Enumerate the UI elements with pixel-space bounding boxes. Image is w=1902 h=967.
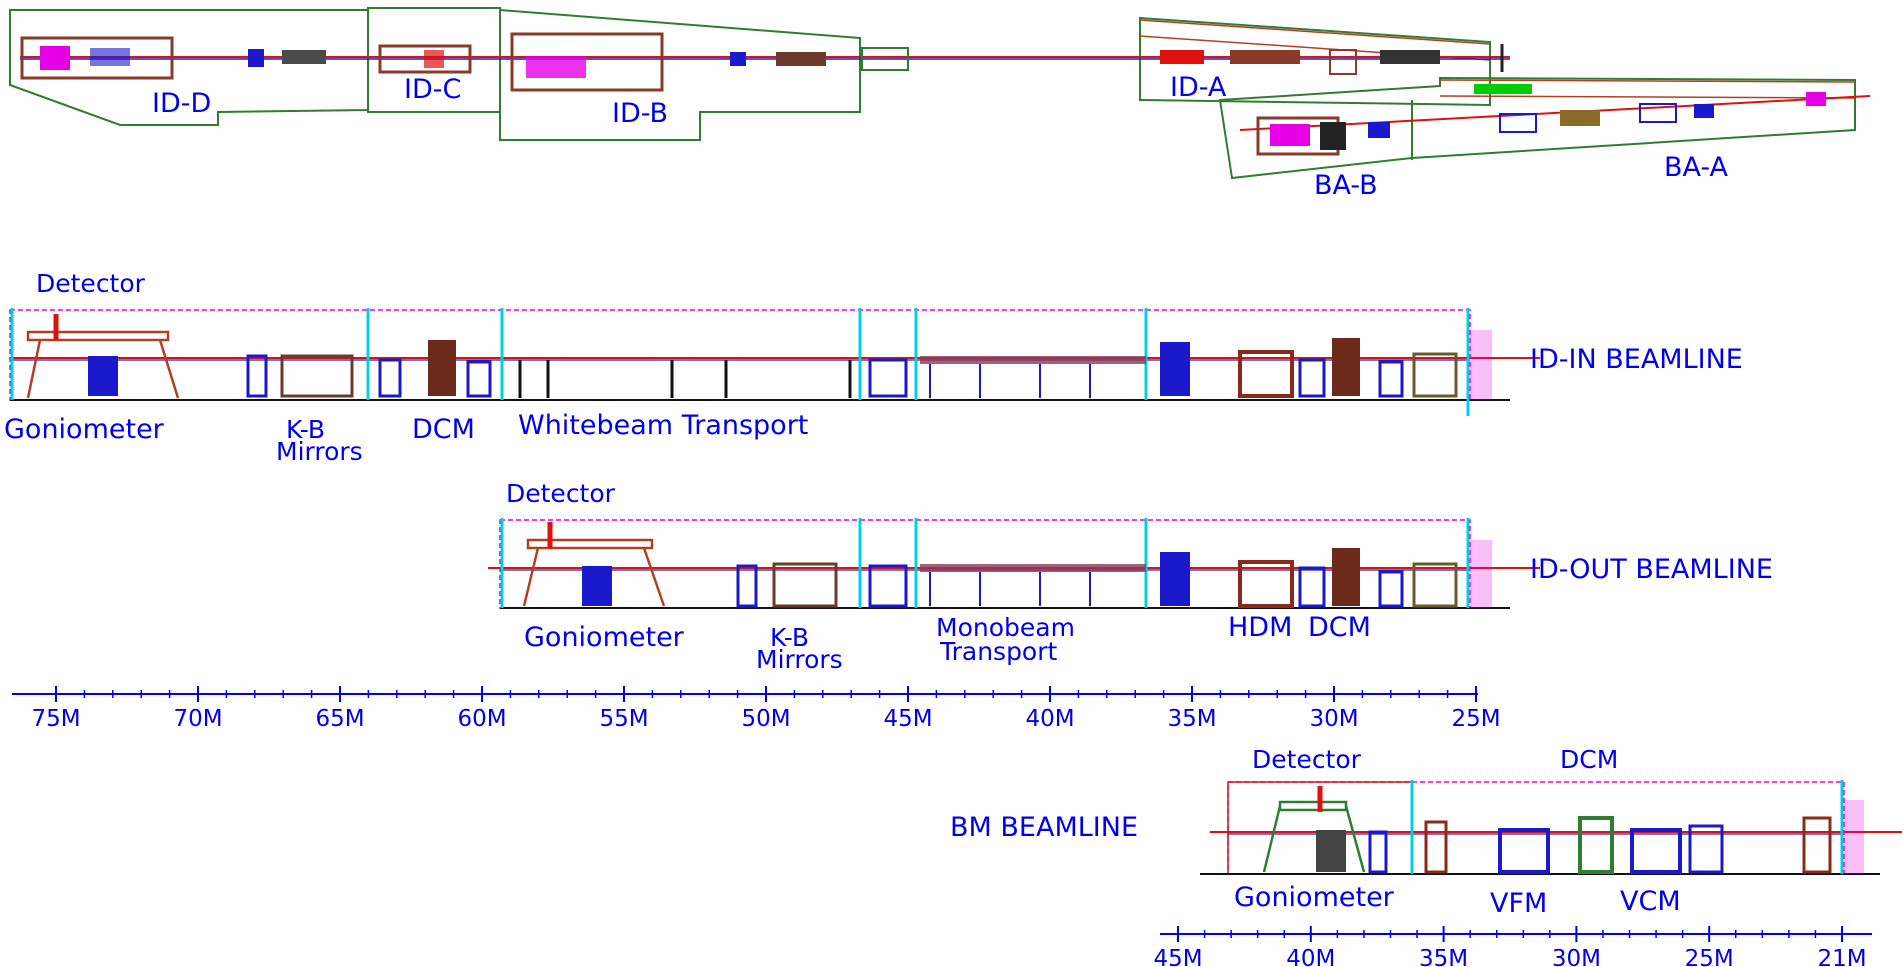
plan-equipment	[20, 32, 1826, 156]
hutch-label-id-c: ID-C	[404, 74, 461, 105]
id-scale-tick-label: 40M	[1025, 706, 1074, 732]
id-scale-tick-label: 75M	[31, 706, 80, 732]
id-out-kb-label-1: K-B	[770, 623, 809, 652]
id-scale-tick-label: 50M	[741, 706, 790, 732]
id-in-walls	[10, 308, 1470, 416]
id-out-detector-label: Detector	[506, 479, 616, 508]
bm-vfm-label: VFM	[1490, 888, 1547, 919]
id-in-title: ID-IN BEAMLINE	[1530, 344, 1743, 375]
id-in-transport-label: Whitebeam Transport	[518, 410, 808, 441]
id-scale-tick-label: 45M	[883, 706, 932, 732]
hutch-label-ba-b: BA-B	[1314, 170, 1378, 201]
id-in-beamline: ID-IN BEAMLINE Detector Goniometer K-B M…	[4, 269, 1743, 466]
id-out-detector-gantry	[522, 522, 666, 607]
id-in-detector-label: Detector	[36, 269, 146, 298]
bm-dcm	[1578, 816, 1614, 874]
bm-beamline: BM BEAMLINE Detector DCM Goniometer VFM …	[950, 745, 1902, 919]
id-in-kb-label-1: K-B	[286, 415, 325, 444]
bm-goniometer-stand	[1316, 830, 1346, 872]
id-scale-tick-label: 30M	[1309, 706, 1358, 732]
hutch-label-id-d: ID-D	[152, 88, 211, 119]
id-in-kb-mirrors	[280, 354, 354, 398]
id-out-dcm	[1332, 548, 1360, 606]
bm-scale-tick-label: 25M	[1685, 946, 1734, 967]
id-in-dcm2	[1332, 338, 1360, 396]
bm-vcm	[1630, 828, 1682, 874]
hutch-id-b-outline	[499, 8, 861, 141]
bm-detector-label: Detector	[1252, 745, 1362, 774]
id-scale-tick-label: 35M	[1167, 706, 1216, 732]
id-out-goniometer-stand	[582, 566, 612, 606]
id-out-transport-label-2: Transport	[939, 637, 1058, 666]
bm-vcm-label: VCM	[1620, 886, 1681, 917]
id-scale-tick-label: 70M	[173, 706, 222, 732]
id-out-kb-label-2: Mirrors	[756, 645, 843, 674]
id-in-kb-stand	[246, 354, 268, 398]
bm-vfm	[1498, 828, 1550, 874]
id-in-detector-gantry	[26, 314, 180, 399]
bm-distance-scale: 45M 40M 35M 30M 25M 21M	[1153, 926, 1872, 967]
bm-dcm-label: DCM	[1560, 745, 1618, 774]
hutch-label-id-a: ID-A	[1170, 72, 1227, 103]
bm-title: BM BEAMLINE	[950, 812, 1138, 843]
id-scale-tick-label: 25M	[1451, 706, 1500, 732]
plan-view: ID-D ID-C ID-B ID-A BA-B BA-A	[9, 7, 1871, 201]
id-in-goniometer-stand	[88, 356, 118, 396]
bm-detector-gantry	[1262, 786, 1366, 873]
id-out-beamline: ID-OUT BEAMLINE Detector Goniometer K-B …	[488, 479, 1773, 674]
hutch-ba-outline	[1218, 76, 1856, 180]
id-out-kb-mirrors	[772, 562, 838, 608]
id-out-transport-label-1: Monobeam	[936, 613, 1075, 642]
id-out-hdm	[1238, 560, 1294, 608]
id-scale-tick-label: 60M	[457, 706, 506, 732]
id-in-dcm	[428, 340, 456, 396]
id-in-enclosure	[9, 309, 1471, 401]
id-scale-tick-label: 65M	[315, 706, 364, 732]
bm-walls	[1410, 780, 1844, 874]
hutch-label-id-b: ID-B	[612, 98, 668, 129]
id-in-dcm-label: DCM	[412, 414, 475, 445]
id-distance-scale: 75M 70M 65M 60M 55M 50M 45M 40M 35M 30M 25M	[12, 686, 1501, 732]
id-in-transport-stands	[518, 360, 852, 398]
hutch-label-ba-a: BA-A	[1664, 152, 1729, 183]
bm-goniometer-label: Goniometer	[1234, 882, 1395, 913]
id-out-hdm-label: HDM	[1228, 612, 1292, 643]
id-out-dcm-label: DCM	[1308, 612, 1371, 643]
bm-scale-tick-label: 21M	[1817, 946, 1866, 967]
id-in-goniometer-label: Goniometer	[4, 414, 165, 445]
id-in-kb-label-2: Mirrors	[276, 437, 363, 466]
bm-scale-tick-label: 45M	[1153, 946, 1202, 967]
hutch-id-a-outline	[1139, 16, 1491, 107]
bm-scale-tick-label: 30M	[1552, 946, 1601, 967]
bm-scale-tick-label: 35M	[1419, 946, 1468, 967]
id-out-enclosure	[499, 519, 1471, 609]
bm-scale-tick-label: 40M	[1286, 946, 1335, 967]
id-out-title: ID-OUT BEAMLINE	[1530, 554, 1773, 585]
id-scale-tick-label: 55M	[599, 706, 648, 732]
id-in-hdm	[1238, 350, 1294, 398]
id-out-goniometer-label: Goniometer	[524, 622, 685, 653]
id-out-walls	[500, 518, 1470, 608]
